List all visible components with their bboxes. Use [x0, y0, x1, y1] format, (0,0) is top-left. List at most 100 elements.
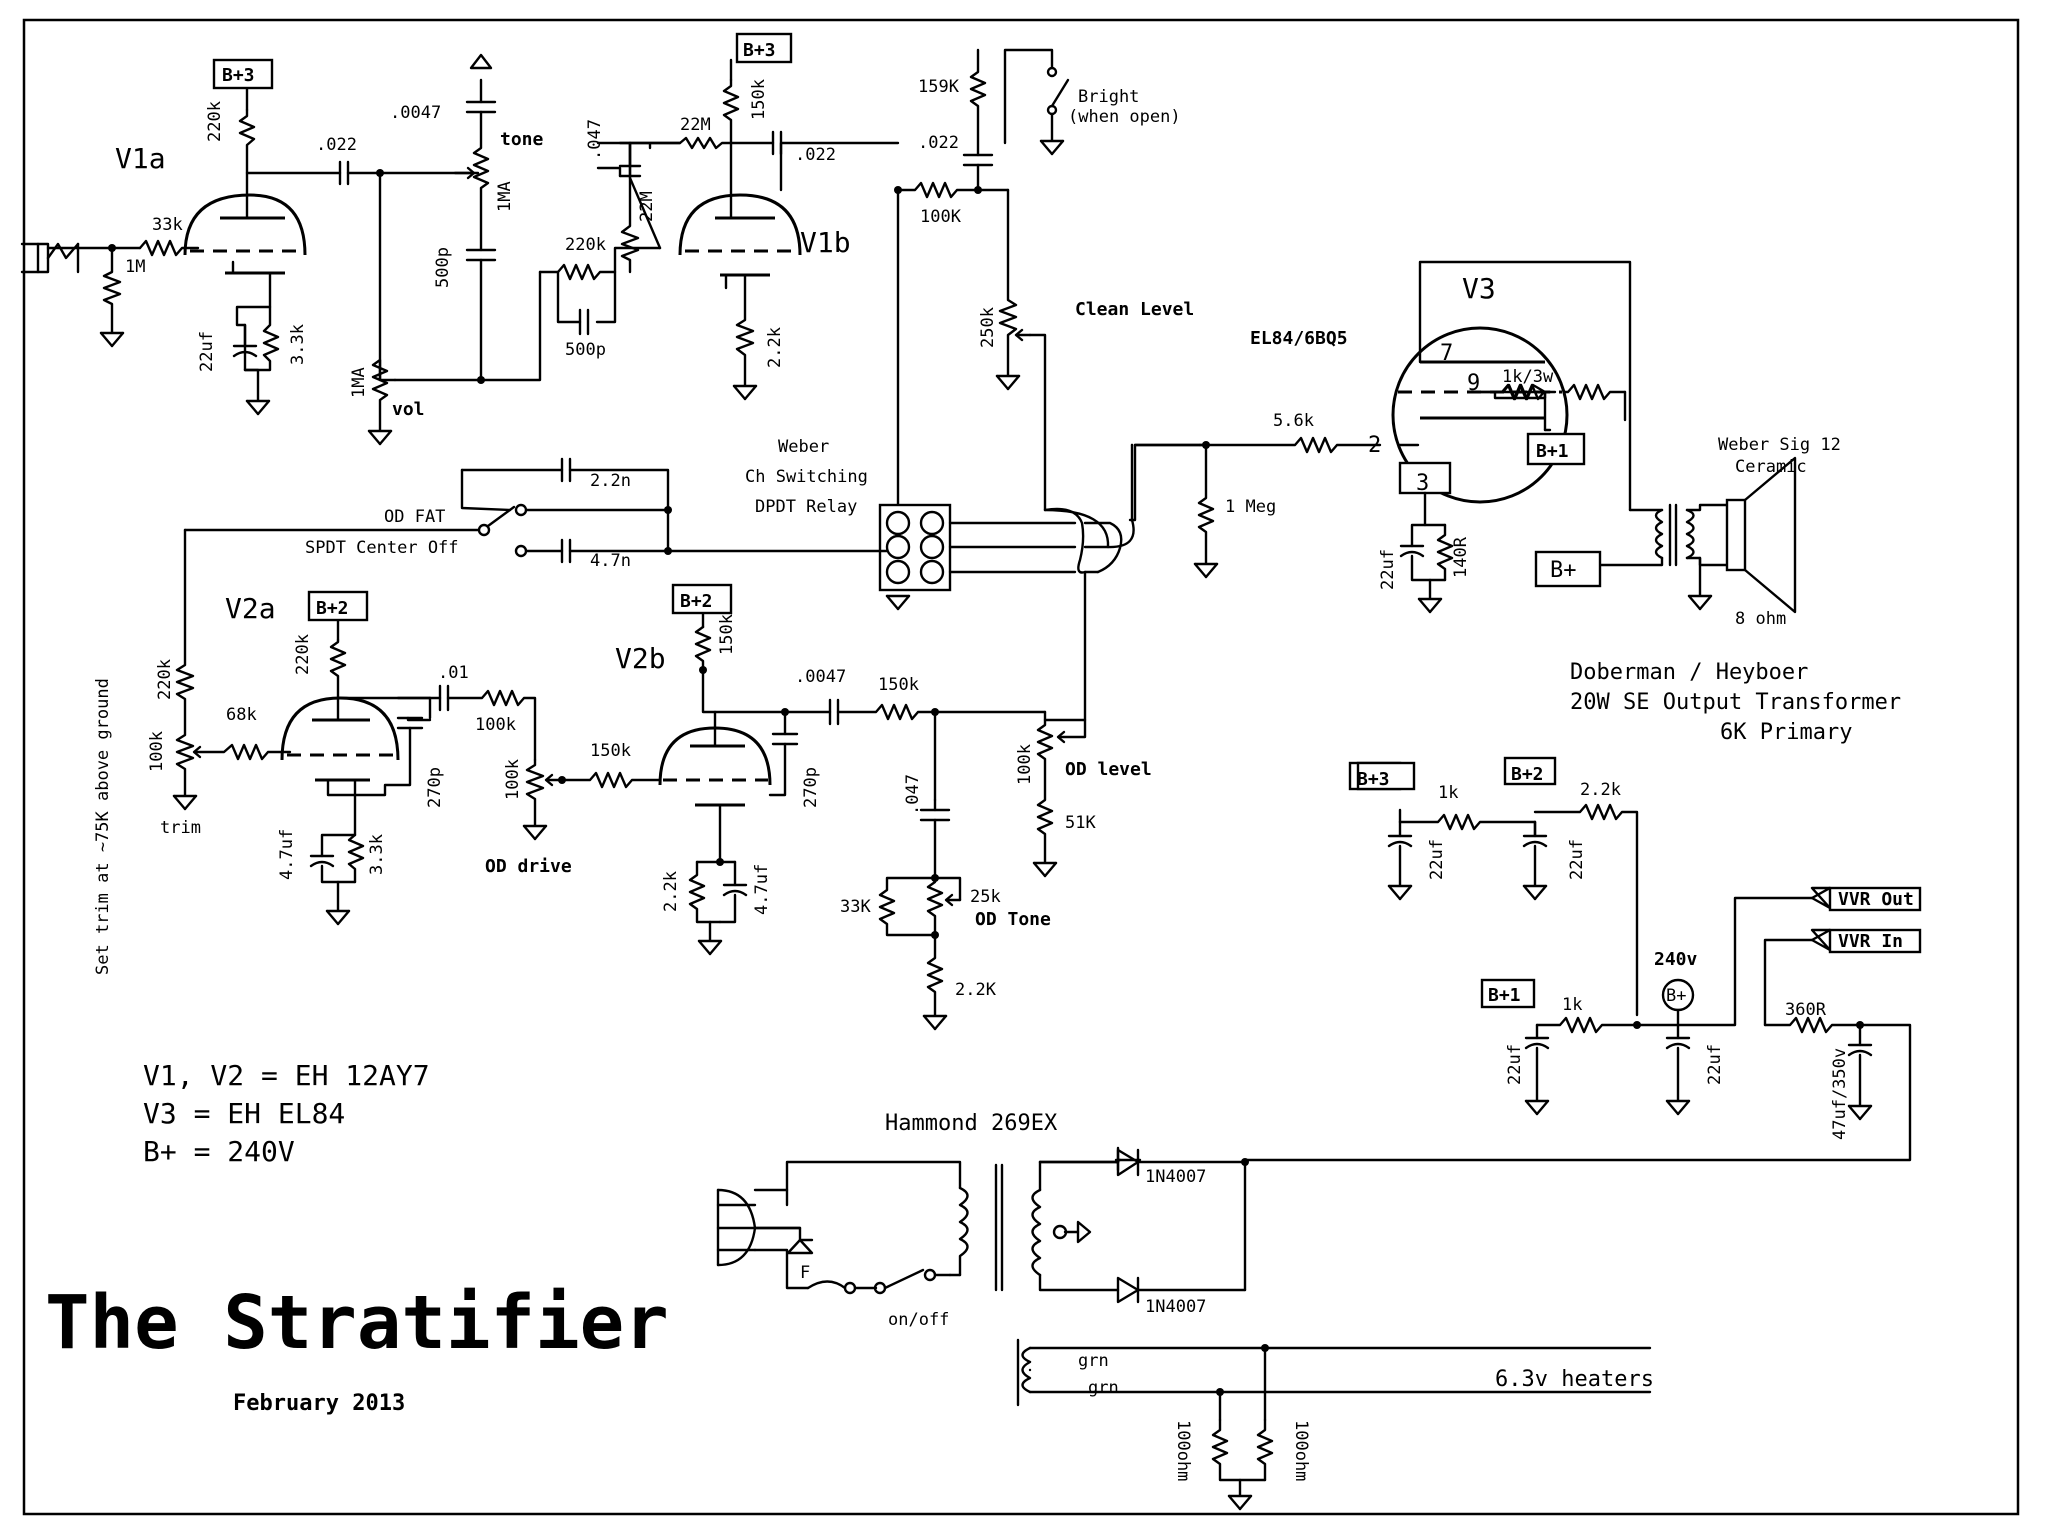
r2-2k-v2b: 2.2k	[661, 871, 681, 912]
c0047-v2b: .0047	[795, 667, 846, 687]
c022-bright: .022	[918, 133, 959, 153]
rail-b1-label-1: B+1	[1536, 441, 1569, 462]
r1meg: 1 Meg	[1225, 497, 1276, 517]
c22uf-b3: 22uf	[1427, 839, 1447, 880]
c47uf: 47uf/350v	[1830, 1048, 1850, 1140]
tube-v3	[1391, 326, 1569, 504]
tone-label: tone	[500, 129, 544, 150]
relay-label-3: DPDT Relay	[755, 497, 857, 517]
c2-2n: 2.2n	[590, 471, 631, 491]
r100k-v2a: 100k	[475, 715, 516, 735]
trim-label: trim	[160, 818, 201, 838]
bright-label-1: Bright	[1078, 87, 1139, 107]
r3-3k-v2a: 3.3k	[367, 834, 387, 875]
pin-9: 9	[1467, 371, 1480, 396]
c0047-tone: .0047	[390, 103, 441, 123]
r2-2k-b2: 2.2k	[1580, 780, 1621, 800]
r1ma-vol: 1MA	[349, 367, 369, 398]
r140r: 140R	[1451, 536, 1471, 578]
v240-label: 240v	[1654, 949, 1698, 970]
c047-od: .047	[903, 774, 923, 815]
r2-2k-v1b: 2.2k	[765, 327, 785, 368]
r51k: 51K	[1065, 813, 1096, 833]
r33k-od: 33K	[840, 897, 871, 917]
power-switch-label: on/off	[888, 1310, 949, 1330]
speaker-impedance: 8 ohm	[1735, 609, 1786, 629]
c01: .01	[438, 663, 469, 683]
r159k: 159K	[918, 77, 960, 97]
od-drive-label: OD drive	[485, 856, 572, 877]
c22uf-b2: 22uf	[1567, 839, 1587, 880]
r100k-clean: 100K	[920, 207, 962, 227]
r100k-drive: 100k	[503, 759, 523, 800]
r100k-trim: 100k	[147, 731, 167, 772]
r150k-od: 150k	[878, 675, 919, 695]
transformer-line-3: 6K Primary	[1720, 720, 1852, 745]
speaker-name-1: Weber Sig 12	[1718, 435, 1841, 455]
clean-level-label: Clean Level	[1075, 299, 1194, 320]
rail-b2-label-2: B+2	[680, 591, 713, 612]
tube-v2b-label: V2b	[615, 642, 666, 675]
c270p-v2b: 270p	[801, 767, 821, 808]
heater-grn-1: grn	[1078, 1351, 1109, 1371]
r25k: 25k	[970, 887, 1001, 907]
tube-v3-label: V3	[1462, 272, 1496, 305]
r150k-v2b: 150k	[717, 614, 737, 655]
c047: .047	[585, 119, 605, 160]
rail-b2-label-1: B+2	[316, 598, 349, 619]
r5-6k: 5.6k	[1273, 411, 1314, 431]
note-tubes-2: V3 = EH EL84	[143, 1097, 345, 1130]
heaters-label: 6.3v heaters	[1495, 1367, 1654, 1392]
r360r: 360R	[1785, 1000, 1827, 1020]
r68k: 68k	[226, 705, 257, 725]
od-fat-label: OD FAT	[384, 507, 445, 527]
c4-7uf-v2a: 4.7uf	[277, 829, 297, 880]
pin-7: 7	[1440, 341, 1453, 366]
od-tone-label: OD Tone	[975, 909, 1051, 930]
note-tubes-3: B+ = 240V	[143, 1135, 295, 1168]
tube-v1a-label: V1a	[115, 142, 166, 175]
r220k-v1a: 220k	[205, 101, 225, 142]
rail-bplus-label: B+	[1550, 558, 1577, 583]
rail-b2-label-3: B+2	[1511, 764, 1544, 785]
r220k-v2a: 220k	[293, 634, 313, 675]
date-label: February 2013	[233, 1391, 405, 1416]
r150k-drive: 150k	[590, 741, 631, 761]
c22uf-240: 22uf	[1705, 1044, 1725, 1085]
c500p-tone: 500p	[433, 247, 453, 288]
speaker-name-2: Ceramic	[1735, 457, 1807, 477]
trim-note: Set trim at ~75K above ground	[93, 678, 113, 975]
r100k-odl: 100k	[1015, 744, 1035, 785]
r33k: 33k	[152, 215, 183, 235]
power-transformer-label: Hammond 269EX	[885, 1111, 1058, 1136]
bplus-symbol-label: B+	[1666, 986, 1686, 1006]
tube-v1a	[183, 193, 307, 275]
c270p-v2a: 270p	[425, 767, 445, 808]
relay-label-1: Weber	[778, 437, 829, 457]
rail-b3-label-2: B+3	[743, 40, 776, 61]
c022-v1a: .022	[316, 135, 357, 155]
r220k-b: 220k	[565, 235, 606, 255]
c500p-b: 500p	[565, 340, 606, 360]
rail-b3-label-3: B+3	[1357, 769, 1390, 790]
tube-v3-type: EL84/6BQ5	[1250, 328, 1348, 349]
c22uf-b1: 22uf	[1505, 1044, 1525, 1085]
c4-7uf-v2b: 4.7uf	[752, 864, 772, 915]
r1k3w: 1k/3w	[1502, 367, 1554, 387]
r250k: 250k	[978, 307, 998, 348]
diode-label-1: 1N4007	[1145, 1167, 1206, 1187]
c4-7n: 4.7n	[590, 551, 631, 571]
page-title: The Stratifier	[45, 1280, 669, 1366]
rail-b1-label-2: B+1	[1488, 985, 1521, 1006]
tube-v1b	[678, 193, 802, 277]
rail-b3-label-1: B+3	[222, 65, 255, 86]
r1ma-tone: 1MA	[495, 181, 515, 212]
r220k-trim: 220k	[155, 659, 175, 700]
r22m-b: 22M	[637, 191, 657, 222]
r100ohm-a: 100ohm	[1173, 1420, 1193, 1481]
spdt-label: SPDT Center Off	[305, 538, 459, 558]
tube-v2a-label: V2a	[225, 592, 276, 625]
vol-label: vol	[392, 399, 425, 420]
